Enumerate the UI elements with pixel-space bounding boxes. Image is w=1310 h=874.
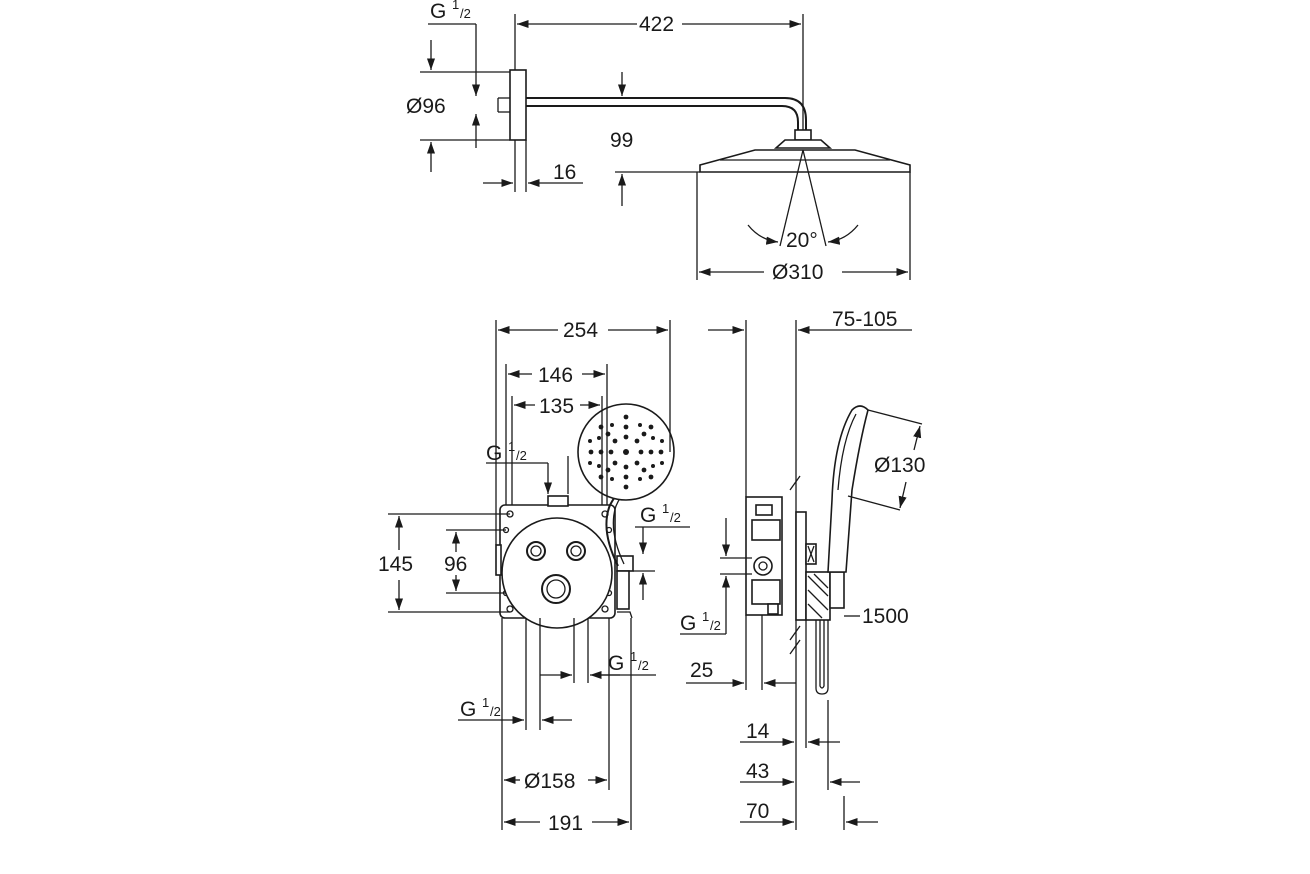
thread-label-front-bottom-left: G 1 /2 — [460, 695, 501, 721]
mixer-side-view — [745, 405, 869, 695]
svg-text:1: 1 — [702, 609, 709, 624]
dim-422-label: 422 — [639, 13, 674, 36]
dim-191-label: 191 — [548, 812, 583, 835]
svg-text:/2: /2 — [670, 510, 681, 525]
side-view-dimensions: 75-105 Ø130 G 1 /2 1500 25 — [680, 308, 925, 830]
svg-text:1: 1 — [452, 0, 459, 12]
dim-angle-label: 20° — [786, 229, 818, 252]
dim-d96-label: Ø96 — [406, 95, 446, 118]
svg-text:1: 1 — [662, 501, 669, 516]
dim-135-label: 135 — [539, 395, 574, 418]
dim-14-label: 14 — [746, 720, 770, 743]
svg-text:G: G — [460, 698, 476, 721]
spray-nozzles — [588, 414, 664, 490]
svg-text:G: G — [640, 504, 656, 527]
svg-text:1: 1 — [508, 439, 515, 454]
dim-43-label: 43 — [746, 760, 769, 783]
thread-label-top-view: G 1 /2 — [430, 0, 471, 23]
top-view-dimensions: 422 G 1 /2 Ø96 16 99 20° Ø — [406, 0, 911, 284]
push-button-left — [526, 541, 546, 561]
dim-d310-label: Ø310 — [772, 261, 823, 284]
dim-96-label: 96 — [444, 553, 467, 576]
svg-text:1: 1 — [482, 695, 489, 710]
thread-label-front-top: G 1 /2 — [486, 439, 527, 465]
dim-16-label: 16 — [553, 161, 576, 184]
svg-text:/2: /2 — [490, 704, 501, 719]
svg-text:G: G — [486, 442, 502, 465]
push-button-right — [566, 541, 586, 561]
svg-text:/2: /2 — [710, 618, 721, 633]
hand-shower-side — [827, 405, 869, 573]
dim-25-label: 25 — [690, 659, 713, 682]
thread-label-front-right: G 1 /2 — [640, 501, 681, 527]
dim-1500-label: 1500 — [862, 605, 909, 628]
dim-70-label: 70 — [746, 800, 769, 823]
svg-text:1: 1 — [630, 649, 637, 664]
svg-text:G: G — [430, 0, 446, 23]
svg-text:G: G — [608, 652, 624, 675]
front-view-dimensions: 254 146 135 G 1 /2 G 1 /2 — [378, 319, 690, 835]
svg-text:/2: /2 — [460, 6, 471, 21]
dim-d158-label: Ø158 — [524, 770, 575, 793]
dim-d130-label: Ø130 — [874, 454, 925, 477]
thermostat-knob — [541, 574, 571, 604]
wall-flange — [509, 69, 527, 141]
svg-text:G: G — [680, 612, 696, 635]
dim-254-label: 254 — [563, 319, 598, 342]
thread-label-side: G 1 /2 — [680, 609, 721, 635]
wall-outlet-holder — [805, 571, 831, 621]
dim-99-label: 99 — [610, 129, 633, 152]
dim-75-105-label: 75-105 — [832, 308, 897, 331]
svg-text:/2: /2 — [516, 448, 527, 463]
trim-plate — [501, 517, 613, 629]
shower-arm — [526, 97, 807, 132]
head-shower-side-view — [497, 69, 911, 247]
dim-145-label: 145 — [378, 553, 413, 576]
svg-text:/2: /2 — [638, 658, 649, 673]
thread-label-front-bottom-right: G 1 /2 — [608, 649, 649, 675]
dim-146-label: 146 — [538, 364, 573, 387]
